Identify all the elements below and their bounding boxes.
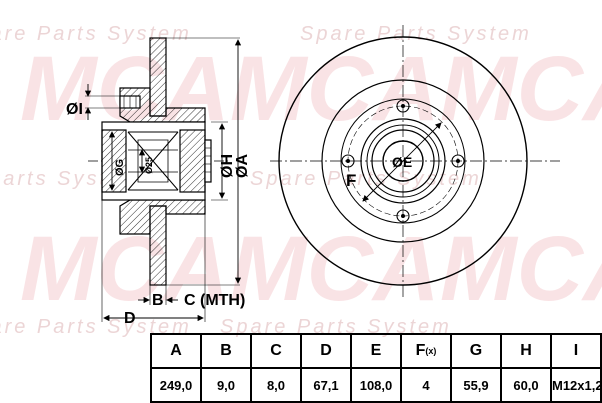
- label-dim-25: Ø25: [144, 157, 154, 174]
- label-dim-c: C (MTH): [184, 292, 245, 309]
- header-g: G: [450, 333, 502, 369]
- spec-header-row: A B C D E F(x) G H I: [150, 333, 602, 369]
- label-dim-a: ØA: [234, 154, 251, 178]
- header-h: H: [500, 333, 552, 369]
- bearing-rollers: [127, 131, 179, 191]
- value-i: M12x1,25: [550, 367, 602, 403]
- spec-value-row: 249,0 9,0 8,0 67,1 108,0 4 55,9 60,0 M12…: [150, 367, 602, 403]
- label-dim-h: ØH: [219, 154, 236, 178]
- watermark-brand: MCA: [20, 218, 230, 320]
- disc-outer-edge: [278, 36, 528, 286]
- header-i: I: [550, 333, 602, 369]
- stud-hole: [341, 154, 355, 168]
- label-dim-f: F: [346, 171, 356, 190]
- label-dim-i: ØI: [66, 101, 83, 118]
- value-f: 4: [400, 367, 452, 403]
- side-section-view: [88, 37, 228, 286]
- label-dim-e: ØE: [392, 154, 412, 170]
- value-h: 60,0: [500, 367, 552, 403]
- value-e: 108,0: [350, 367, 402, 403]
- header-a: A: [150, 333, 202, 369]
- value-a: 249,0: [150, 367, 202, 403]
- header-f-suffix: (x): [425, 345, 437, 356]
- header-f: F(x): [400, 333, 452, 369]
- watermark-brand: MCA: [440, 218, 602, 320]
- label-dim-g: ØG: [114, 159, 126, 176]
- stud-hole: [396, 99, 410, 113]
- watermark-brand: MCA: [230, 218, 440, 320]
- watermark-tagline: Spare Parts System: [300, 23, 532, 45]
- value-c: 8,0: [250, 367, 302, 403]
- watermark-tagline: Spare Parts System: [0, 316, 192, 338]
- header-d: D: [300, 333, 352, 369]
- value-g: 55,9: [450, 367, 502, 403]
- header-e: E: [350, 333, 402, 369]
- disc-ring-upper: [149, 37, 167, 117]
- header-b: B: [200, 333, 252, 369]
- value-d: 67,1: [300, 367, 352, 403]
- spec-table: A B C D E F(x) G H I 249,0 9,0 8,0 67,1 …: [150, 333, 602, 403]
- stud-hole: [451, 154, 465, 168]
- header-c: C: [250, 333, 302, 369]
- header-f-letter: F: [415, 342, 426, 359]
- label-dim-b: B: [152, 292, 164, 309]
- disc-inner-edge: [321, 79, 485, 243]
- watermark-tagline: Spare Parts System: [220, 316, 452, 338]
- side-dimensions: [84, 37, 242, 322]
- label-dim-d: D: [124, 310, 136, 327]
- hat-upper: [119, 87, 206, 123]
- watermark-tagline: Spare Parts System: [0, 23, 192, 45]
- value-b: 9,0: [200, 367, 252, 403]
- hat-lower: [119, 199, 206, 235]
- disc-ring-lower: [149, 205, 167, 286]
- front-view: [270, 25, 560, 300]
- stud-hole: [396, 209, 410, 223]
